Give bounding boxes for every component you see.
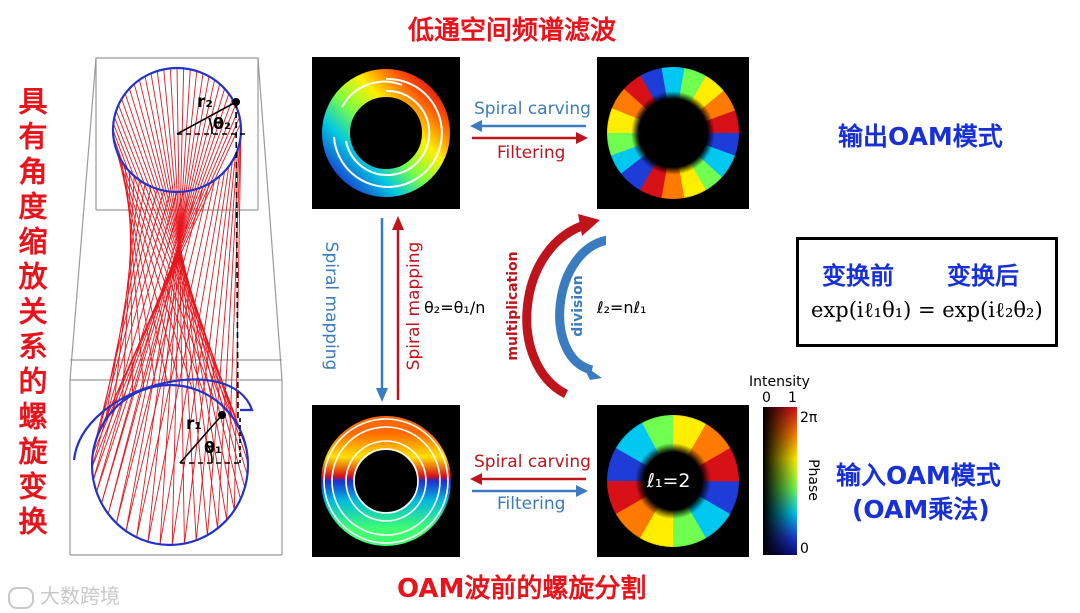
spiral-line — [171, 166, 230, 546]
spiral-line — [121, 176, 135, 402]
spiral-line — [150, 73, 228, 520]
label-division: division — [570, 275, 586, 337]
top-title: 低通空间频谱滤波 — [408, 16, 617, 46]
spiral-line — [195, 155, 236, 541]
spiral-line — [125, 76, 210, 532]
spiral-line — [169, 68, 197, 541]
oam-ring-l1 — [597, 405, 749, 557]
formula-box: 变换前 变换后 exp(iℓ₁θ₁) = exp(iℓ₂θ₂) — [796, 237, 1058, 347]
spiral-line — [115, 79, 216, 524]
spiral-line — [107, 83, 221, 514]
label-spiral-mapping-up-text: Spiral mapping — [404, 241, 424, 371]
bottom-point — [218, 411, 226, 419]
spiral-line — [206, 149, 239, 536]
spiral-line — [156, 70, 219, 529]
colorbar-int-min: 0 — [762, 390, 771, 406]
panel-oam-l1 — [597, 405, 749, 557]
output-mode-title: 输出OAM模式 — [838, 122, 1003, 151]
bottom-arc — [72, 378, 254, 461]
top-circle — [111, 66, 243, 194]
transform-formula: exp(iℓ₁θ₁) = exp(iℓ₂θ₂) — [811, 298, 1043, 322]
oam-ring-l2 — [597, 57, 749, 209]
spiral-line — [163, 69, 208, 536]
spiral-line — [112, 129, 215, 400]
label-spiral-mapping-down: Spiral mapping — [321, 242, 341, 371]
panel-spiral-carved-bottom — [312, 405, 460, 557]
arrows-vertical — [376, 216, 404, 402]
colorbar-phase-label: Phase — [805, 459, 821, 501]
watermark-icon — [8, 586, 34, 609]
label-spiral-carving-top: Spiral carving — [474, 99, 591, 119]
spiral-line — [159, 69, 191, 545]
bottom-radius-marker — [179, 414, 242, 464]
colorbar-int-max: 1 — [788, 390, 797, 406]
spiral-line — [233, 129, 242, 511]
input-mode-subtitle: (OAM乘法) — [852, 495, 990, 524]
spiral-line — [113, 142, 193, 389]
curved-arrows — [522, 214, 606, 399]
watermark-text: 大数跨境 — [40, 584, 120, 608]
spiral-line — [115, 149, 181, 386]
bottom-circle — [90, 383, 250, 547]
spiral-line — [133, 83, 246, 488]
arrows-bottom-horizontal — [470, 473, 588, 497]
colorbar-phase-min: 0 — [800, 541, 809, 557]
l-relation: ℓ₂=nℓ₁ — [597, 298, 647, 317]
spiral-line — [101, 88, 226, 504]
label-r2: r₂ — [197, 92, 213, 112]
theta-relation: θ₂=θ₁/n — [424, 298, 486, 317]
spiral-line — [112, 136, 204, 393]
label-spiral-mapping-down-text: Spiral mapping — [321, 241, 341, 371]
carved-ring-bottom — [321, 416, 451, 546]
label-filtering-top: Filtering — [497, 143, 566, 163]
input-mode-title: 输入OAM模式 — [836, 461, 1001, 490]
watermark: 大数跨境 — [8, 580, 120, 609]
spiral-line — [159, 171, 226, 545]
spiral-line — [147, 70, 198, 542]
spiral-line — [176, 67, 185, 544]
panel-oam-l2 — [597, 57, 749, 209]
label-filtering-bottom: Filtering — [497, 494, 566, 514]
top-point — [232, 98, 240, 106]
spiral-line — [101, 190, 191, 504]
spiral-line — [99, 123, 242, 431]
left-vertical-title: 具有角度缩放关系的螺旋变换 — [14, 86, 48, 541]
arrows-top-horizontal — [470, 120, 588, 144]
spiral-line — [226, 136, 242, 520]
label-l1-mode: ℓ₁=2 — [647, 470, 691, 492]
spiral-transform-cylinder — [69, 57, 283, 556]
label-before: 变换前 — [822, 262, 894, 290]
spiral-line — [171, 68, 185, 546]
colorbar-phase-max: 2π — [800, 410, 818, 426]
label-theta1: θ₁ — [204, 438, 222, 457]
label-spiral-carving-bottom: Spiral carving — [474, 452, 591, 472]
spiral-line — [136, 180, 216, 538]
spiral-line — [138, 79, 241, 500]
colorbar — [763, 407, 797, 555]
spiral-lines — [91, 67, 249, 546]
bottom-title: OAM波前的螺旋分割 — [397, 574, 647, 604]
spiral-line — [144, 76, 235, 511]
bounding-box — [69, 57, 283, 556]
spiral-line — [92, 110, 239, 455]
spiral-line — [147, 176, 221, 542]
label-after: 变换后 — [947, 262, 1019, 290]
spiral-line — [121, 160, 157, 387]
carved-ring-top — [322, 69, 450, 197]
spiral-line — [112, 123, 225, 408]
label-theta2: θ₂ — [213, 114, 231, 133]
spiral-line — [183, 160, 233, 544]
label-spiral-mapping-up: Spiral mapping — [404, 242, 424, 371]
label-multiplication: multiplication — [505, 251, 521, 361]
spiral-line — [115, 186, 204, 524]
label-r1: r₁ — [186, 414, 202, 434]
colorbar-title: Intensity — [749, 374, 810, 390]
panel-spiral-carved-top — [312, 57, 460, 209]
top-radius-marker — [176, 101, 247, 419]
spiral-line — [136, 73, 204, 538]
label-l2-mode: ℓ₂=3 — [647, 125, 691, 147]
